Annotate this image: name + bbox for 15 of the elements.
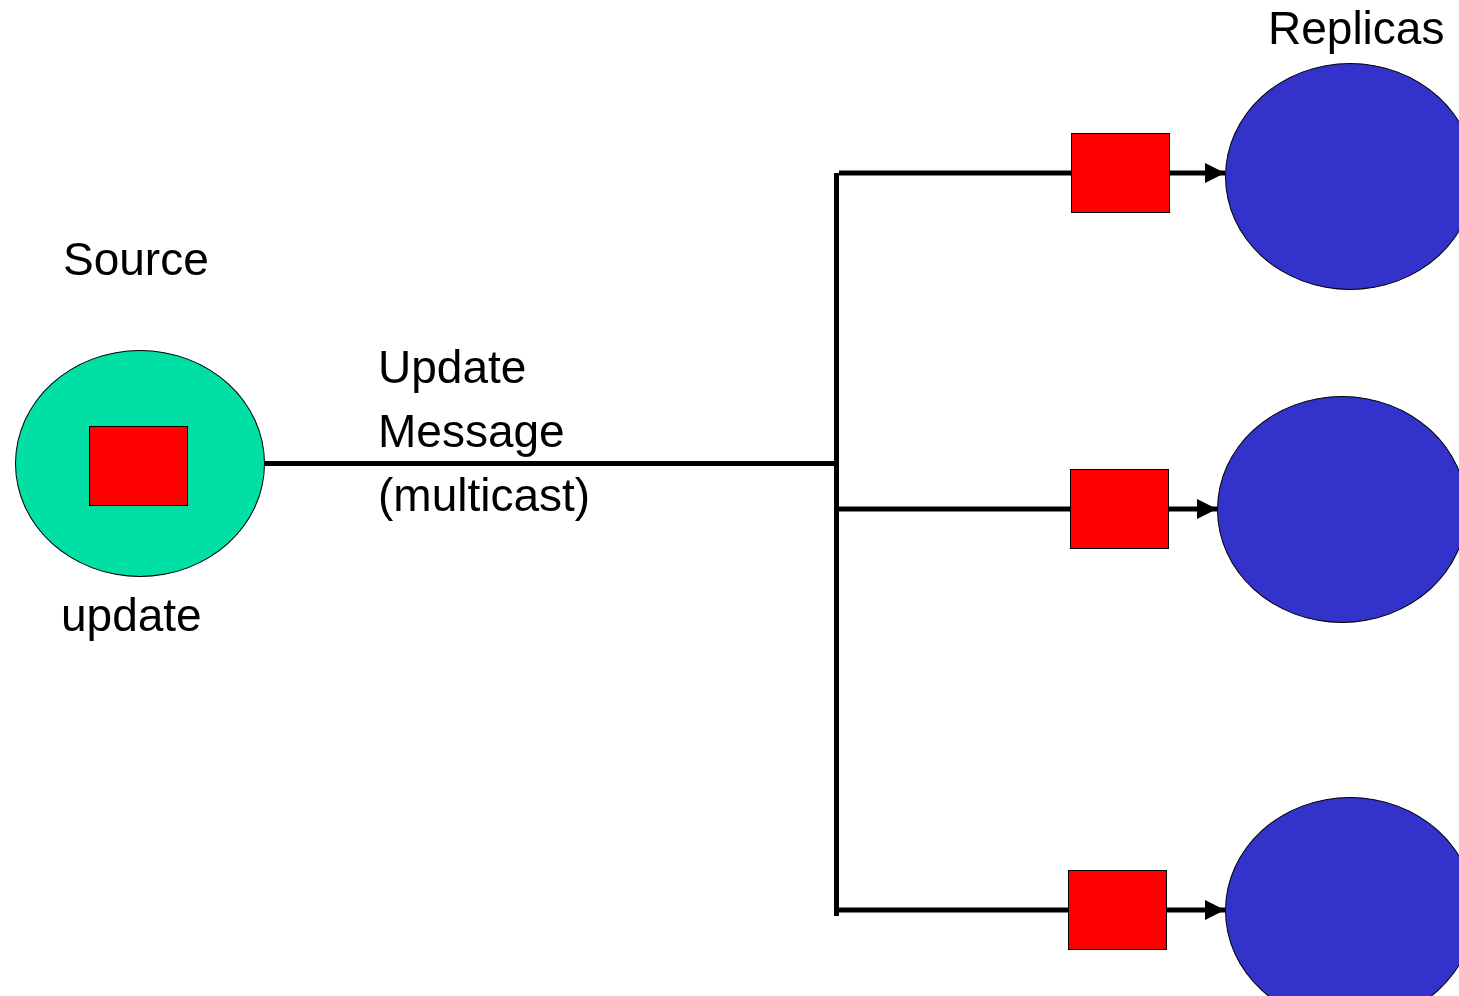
connector-line: [839, 506, 1070, 512]
node-caption: update: [61, 589, 202, 642]
message-square: [89, 426, 188, 506]
connector-line: [839, 170, 1071, 176]
message-square: [1071, 133, 1170, 213]
connector-line: [839, 907, 1068, 913]
connector-line: [265, 461, 834, 466]
arrow: [1167, 900, 1225, 920]
node-heading: Source: [63, 233, 209, 286]
group-label: Replicas: [1268, 2, 1445, 55]
edge-label: Update Message (multicast): [378, 340, 592, 523]
arrow: [1170, 163, 1225, 183]
message-square: [1068, 870, 1167, 950]
message-square: [1070, 469, 1169, 549]
arrow: [1169, 499, 1217, 519]
